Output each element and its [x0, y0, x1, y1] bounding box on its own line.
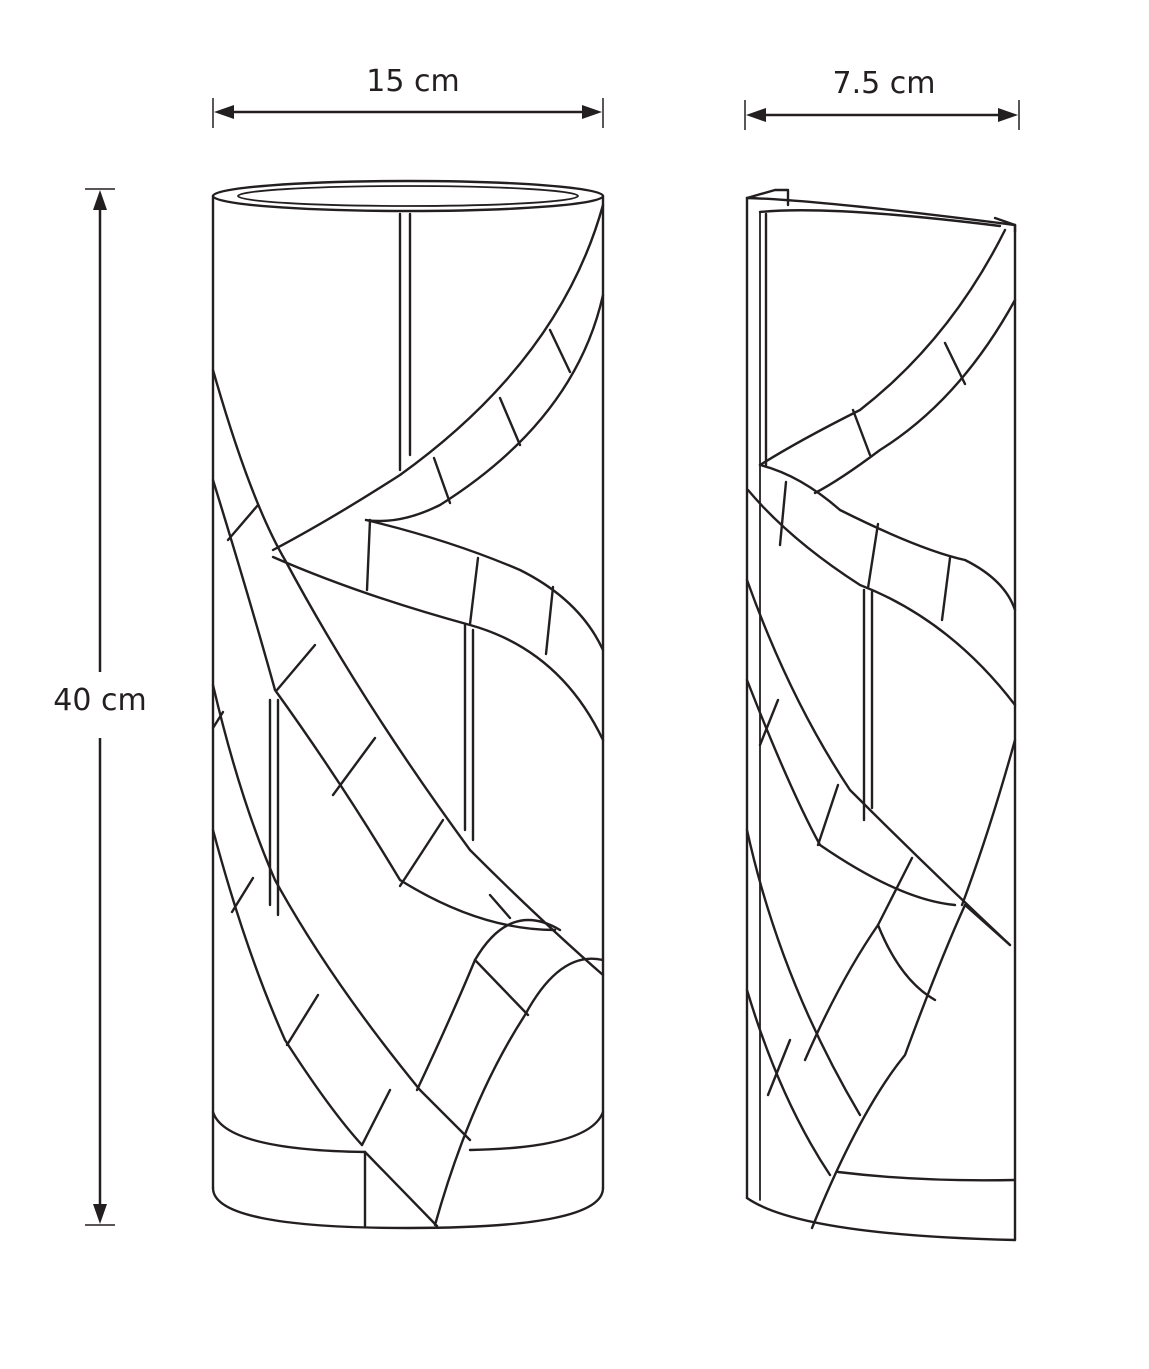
half-width-label: 7.5 cm [833, 66, 936, 101]
half-lamp-descending-band-tile-2 [816, 783, 840, 847]
half-lamp-upper-band-b [813, 298, 1017, 495]
full-lamp-right-lower-band-b [433, 957, 605, 1227]
half-lamp-top-rim-back [745, 196, 1017, 227]
half-lamp-lower-band-c [803, 923, 937, 1062]
half-lamp-upper-band-a [758, 228, 1007, 467]
half-lamp-upper-band-tile-1 [943, 341, 967, 386]
full-lamp-left-band-a [211, 368, 605, 977]
full-lamp-lower-band-tile-2 [285, 993, 320, 1047]
full-lamp-middle-band-tile-1 [365, 518, 372, 592]
half-lamp-crossing-band-tile-2 [866, 522, 880, 590]
half-lamp-lower-band-tile-1 [766, 1038, 792, 1097]
height-arrowhead-top [93, 190, 107, 210]
full-lamp-small-tile [211, 710, 225, 730]
height-label: 40 cm [53, 683, 146, 718]
full-lamp-left-band-b [211, 478, 557, 932]
full-lamp-upper-band-tile-3 [432, 456, 452, 505]
full-lamp-lower-band-tile-1 [230, 876, 255, 914]
half-width-arrowhead-right [998, 108, 1018, 122]
full-lamp-upper-band-b [364, 293, 605, 523]
half-lamp-descending-band-tile-3 [876, 856, 914, 927]
full-lamp-bottom-edge [211, 1186, 605, 1230]
full-lamp-upper-band-a [271, 203, 605, 552]
full-lamp-base-band-left [211, 1110, 367, 1154]
half-lamp-crossing-band-a [758, 463, 1017, 612]
half-lamp-top-rim-inner [758, 209, 1002, 228]
half-lamp-lower-band-d [810, 903, 967, 1230]
full-lamp-left-band-tile-1 [226, 503, 260, 542]
full-lamp-upper-band-tile-1 [548, 328, 572, 374]
full-lamp-left-band-tile-4 [398, 818, 445, 888]
full-lamp-middle-band-tile-3 [544, 585, 555, 656]
half-lamp-crossing-band-tile-3 [940, 556, 952, 622]
half-lamp-bottom-edge [745, 1196, 1017, 1242]
half-lamp-descending-band-b [745, 678, 957, 907]
half-width-arrowhead-left [746, 108, 766, 122]
half-lamp-crossing-band-b [746, 488, 1017, 707]
full-lamp-middle-band-tile-2 [468, 556, 480, 626]
half-cylinder-lamp [745, 188, 1017, 1242]
full-width-arrowhead-left [214, 105, 234, 119]
full-lamp-right-lower-band-tile-2 [488, 893, 512, 920]
full-lamp-lower-band-a [211, 683, 472, 1142]
height-arrowhead-bottom [93, 1204, 107, 1224]
height-dimension: 40 cm [53, 188, 147, 1226]
half-lamp-right-seam [960, 738, 1017, 907]
full-lamp-lower-band-tile-3 [360, 1088, 392, 1147]
full-cylinder-lamp [211, 179, 605, 1230]
half-lamp-base-band [836, 1170, 1017, 1182]
full-lamp-lower-band-b [211, 828, 364, 1147]
full-width-label: 15 cm [366, 64, 459, 99]
half-lamp-crossing-band-tile-1 [778, 480, 788, 547]
full-width-dimension: 15 cm [212, 64, 604, 128]
full-lamp-top-rim-inner [237, 185, 579, 207]
full-lamp-right-lower-band-a [415, 918, 562, 1092]
full-lamp-right-lower-band-tile-1 [473, 958, 530, 1017]
full-lamp-base-diagonal [363, 1150, 439, 1228]
half-lamp-descending-band-a [745, 578, 1012, 947]
full-width-arrowhead-right [582, 105, 602, 119]
half-lamp-upper-band-tile-2 [851, 408, 872, 457]
full-lamp-base-band-right [468, 1110, 605, 1152]
half-lamp-lower-band-b [745, 988, 832, 1177]
half-width-dimension: 7.5 cm [744, 66, 1020, 130]
full-lamp-middle-band-b [271, 555, 605, 742]
full-lamp-middle-band-a [364, 518, 605, 652]
full-lamp-upper-band-tile-2 [498, 396, 522, 447]
full-lamp-left-band-tile-3 [331, 736, 377, 797]
full-lamp-left-band-tile-2 [275, 643, 317, 692]
half-lamp-top-corner-left [745, 188, 790, 207]
half-lamp-descending-band-tile-1 [758, 698, 780, 747]
half-lamp-lower-band-a [745, 828, 862, 1117]
half-lamp-lower-band-tile-2 [963, 903, 1012, 947]
